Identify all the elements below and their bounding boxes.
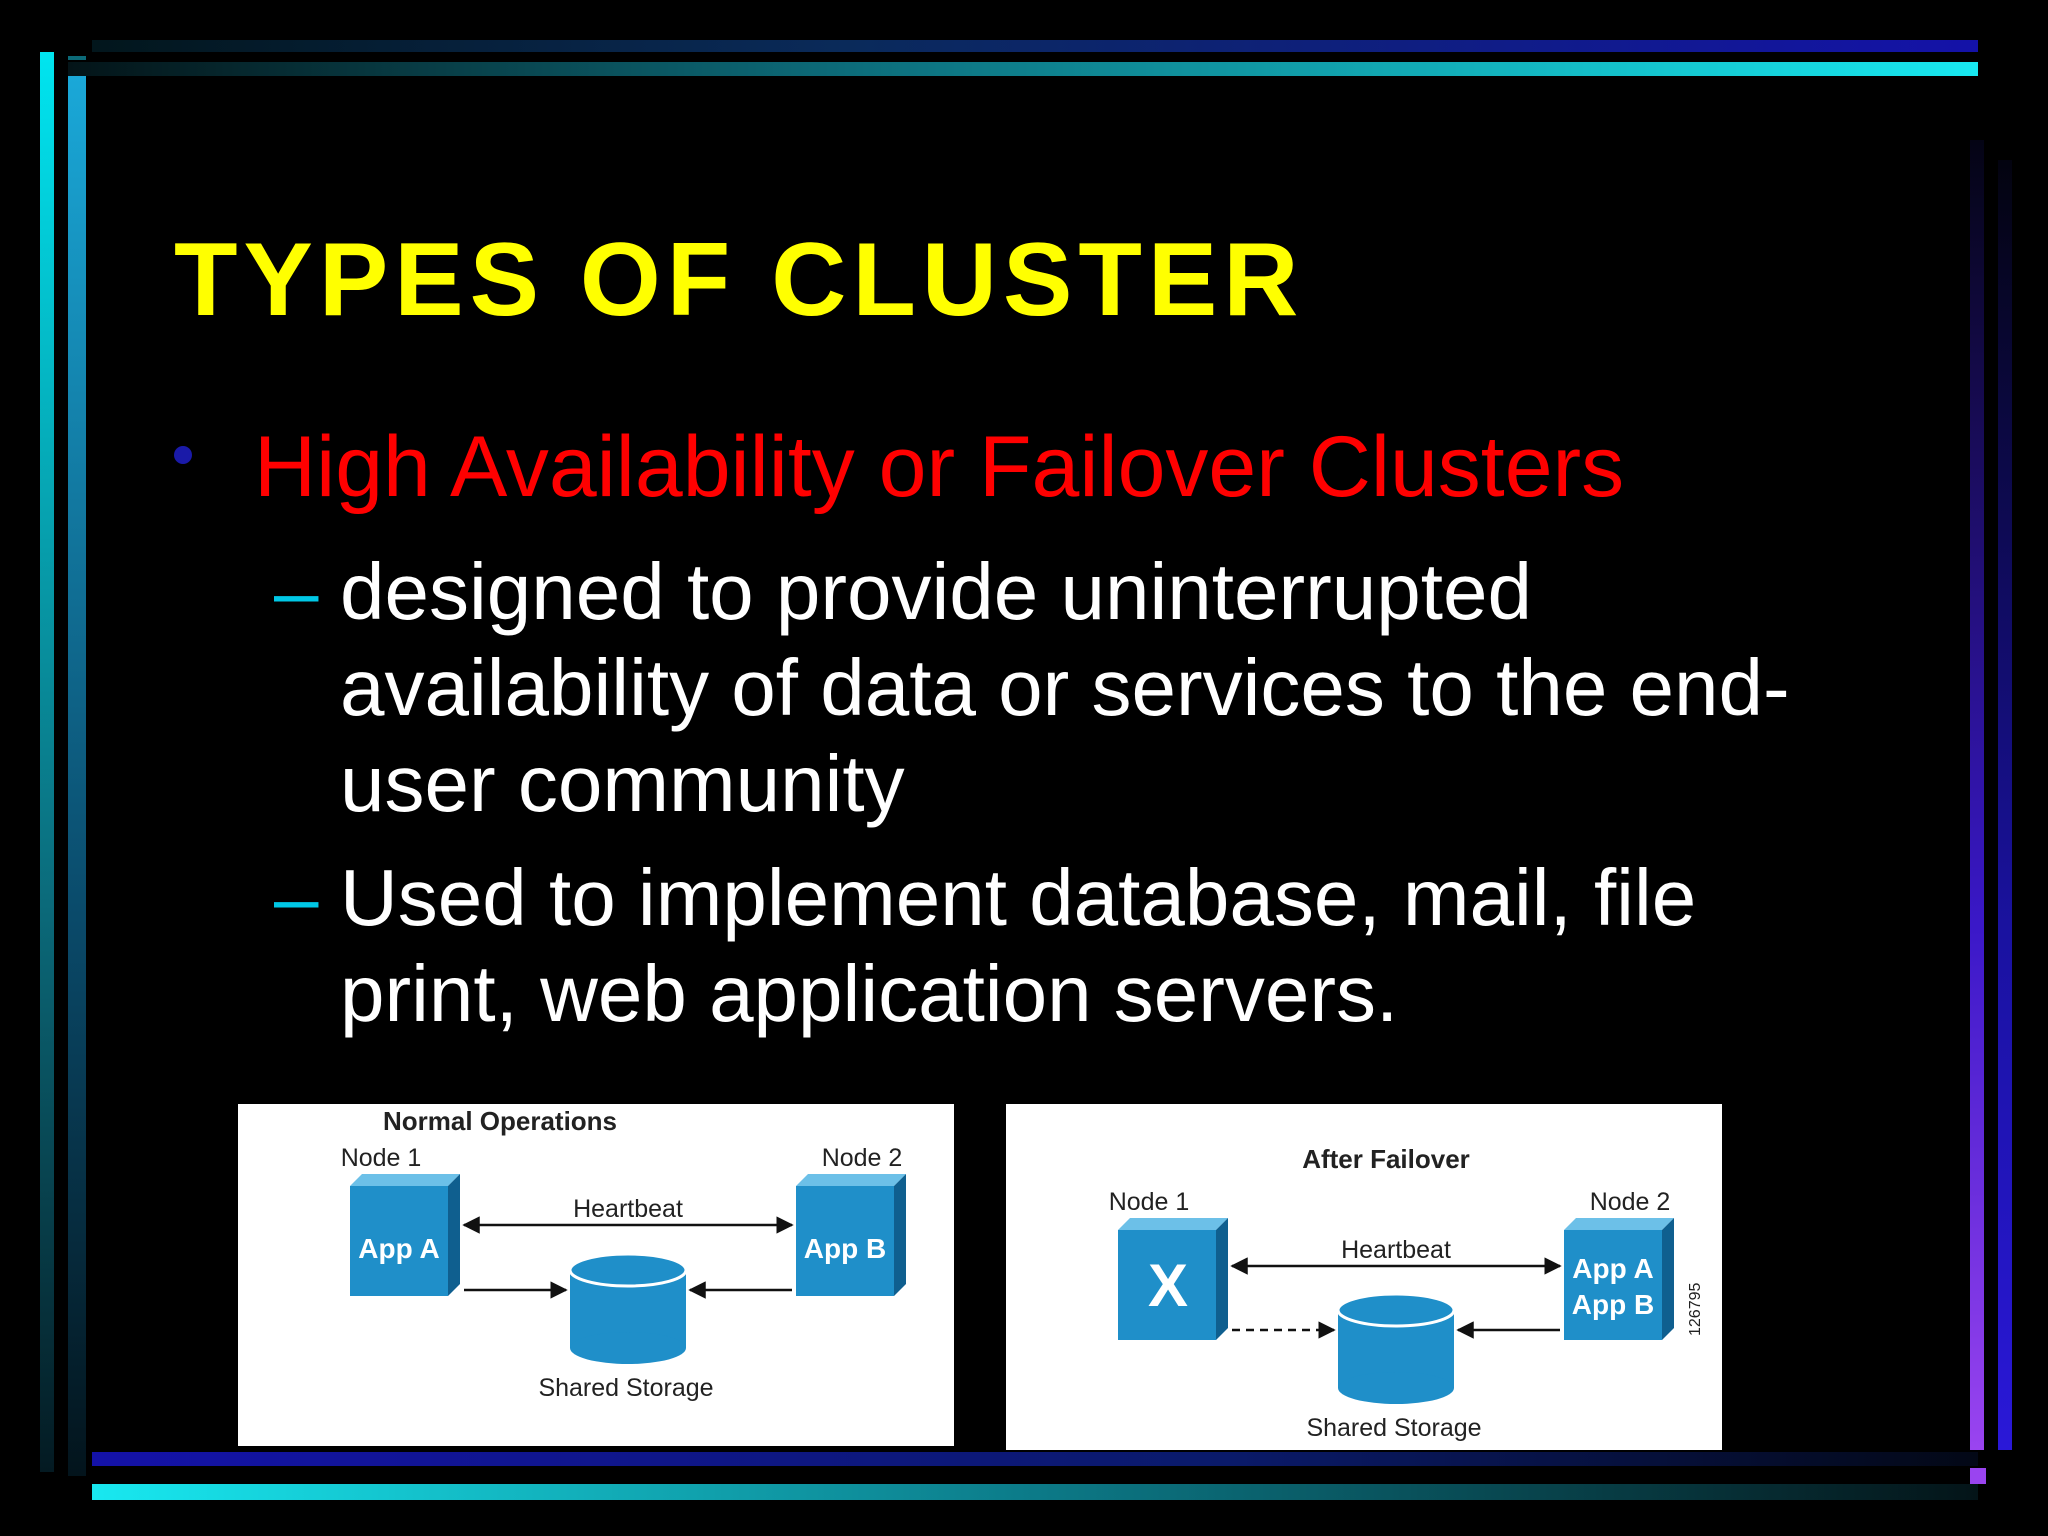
frame-top-bar-lower	[68, 62, 1978, 76]
node1-app: App A	[358, 1233, 439, 1264]
figure-id: 126795	[1687, 1283, 1704, 1336]
frame-left-bar-inner	[68, 76, 86, 1476]
frame-bottom-bar-lower	[92, 1484, 1978, 1500]
frame-bottom-bar-upper	[92, 1452, 1978, 1466]
dash-icon: –	[274, 547, 319, 636]
frame-top-bar-upper	[92, 40, 1978, 52]
bullet-text: High Availability or Failover Clusters	[254, 419, 1625, 515]
node1-label: Node 1	[341, 1144, 422, 1172]
normal-operations-svg: Normal Operations Node 1 Node 2 App A Ap…	[341, 1106, 906, 1402]
bullet-dot-icon	[174, 446, 192, 464]
node2-label: Node 2	[1590, 1188, 1671, 1216]
node1-server-icon	[350, 1174, 460, 1296]
shared-storage-icon	[1336, 1292, 1456, 1404]
diagram-after-failover: After Failover Node 1 Node 2 X App A App…	[1006, 1104, 1722, 1450]
dash-icon: –	[274, 853, 319, 942]
slide-title: TYPES OF CLUSTER	[174, 222, 1305, 338]
node1-failed-server-icon	[1118, 1218, 1228, 1340]
diagram-title: Normal Operations	[383, 1106, 617, 1136]
node2-app-b: App B	[1572, 1289, 1654, 1320]
storage-label: Shared Storage	[1306, 1414, 1481, 1442]
node2-app: App B	[804, 1233, 886, 1264]
node2-server-icon	[796, 1174, 906, 1296]
storage-label: Shared Storage	[538, 1374, 713, 1402]
diagram-normal-operations: Normal Operations Node 1 Node 2 App A Ap…	[238, 1104, 954, 1446]
node2-server-icon	[1564, 1218, 1674, 1340]
sub-item-text: Used to implement database, mail, file p…	[340, 853, 1697, 1038]
frame-right-bar-outer	[1998, 160, 2012, 1450]
node2-label: Node 2	[822, 1144, 903, 1172]
diagram-title: After Failover	[1302, 1144, 1470, 1174]
heartbeat-label: Heartbeat	[573, 1195, 683, 1223]
heartbeat-label: Heartbeat	[1341, 1236, 1451, 1264]
sub-item-text: designed to provide uninterrupted availa…	[340, 547, 1790, 828]
frame-right-bar-inner	[1970, 140, 1984, 1450]
failed-node-x: X	[1148, 1252, 1188, 1319]
after-failover-svg: After Failover Node 1 Node 2 X App A App…	[1109, 1144, 1704, 1442]
shared-storage-icon	[568, 1252, 688, 1364]
node1-label: Node 1	[1109, 1188, 1190, 1216]
frame-bottom-corner-mark	[1970, 1468, 1986, 1484]
frame-top-mark	[68, 56, 86, 60]
frame-left-bar-outer	[40, 52, 54, 1472]
node2-app-a: App A	[1572, 1253, 1653, 1284]
